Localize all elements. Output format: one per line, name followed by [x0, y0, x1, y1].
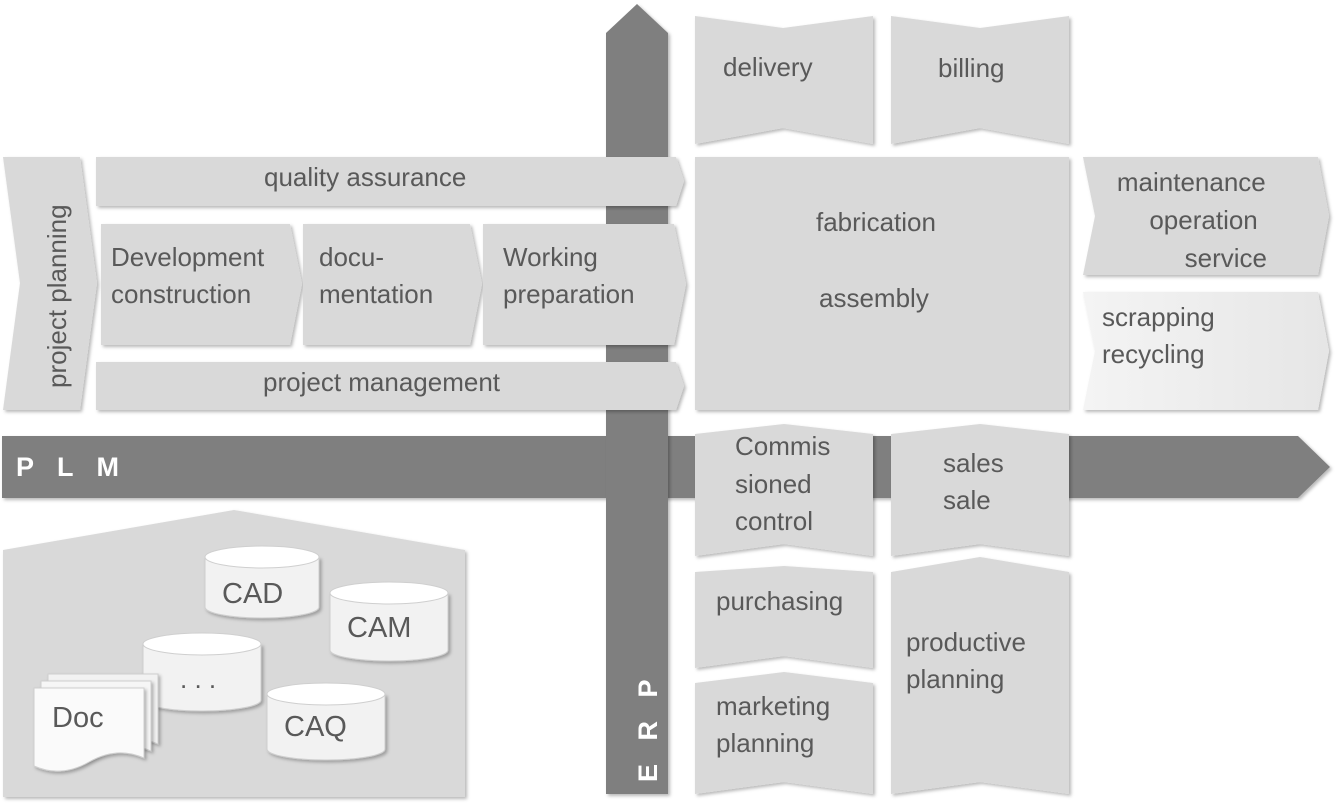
- development-construction-block: [101, 224, 302, 345]
- development-line-2: construction: [111, 279, 251, 309]
- maintenance-line-2: operation: [1149, 205, 1257, 235]
- quality-assurance-label: quality assurance: [264, 162, 466, 192]
- caq-database-icon: [266, 682, 386, 761]
- maintenance-block: [1083, 157, 1329, 275]
- fabrication-assembly-block: [695, 157, 1069, 410]
- cad-database-icon: [204, 545, 320, 619]
- assembly-label: assembly: [819, 283, 929, 313]
- working-preparation-label: Working preparation: [503, 242, 635, 309]
- erp-axis-label: E R P: [633, 671, 663, 782]
- delivery-block: [695, 16, 873, 144]
- development-line-1: Development: [111, 242, 265, 272]
- plm-axis-label: P L M: [16, 452, 127, 482]
- scrapping-line-1: scrapping: [1102, 302, 1215, 332]
- document-stack-icon: [33, 673, 159, 772]
- project-planning-block: [3, 157, 97, 410]
- marketing-planning-block: [695, 672, 873, 794]
- project-management-label: project management: [263, 367, 501, 397]
- doc-label: Doc: [52, 702, 104, 734]
- delivery-label: delivery: [723, 52, 813, 82]
- sales-line-2: sale: [943, 485, 991, 515]
- productive-planning-label: productive planning: [906, 627, 1033, 694]
- productive-line-1: productive: [906, 627, 1026, 657]
- fabrication-label: fabrication: [816, 207, 936, 237]
- scrapping-label: scrapping recycling: [1102, 302, 1222, 369]
- maintenance-label: maintenance operation service: [1117, 167, 1273, 273]
- commissioned-control-block: [695, 424, 873, 556]
- project-management-block: [96, 362, 684, 410]
- maintenance-line-1: maintenance: [1117, 167, 1266, 197]
- productive-planning-block: [891, 557, 1069, 794]
- project-planning-label: project planning: [42, 204, 72, 388]
- marketing-planning-label: marketing planning: [716, 691, 837, 758]
- cad-label: CAD: [222, 578, 283, 610]
- commissioned-line-2: sioned: [735, 469, 812, 499]
- documentation-label: docu- mentation: [319, 242, 433, 309]
- documentation-line-1: docu-: [319, 242, 384, 272]
- purchasing-label: purchasing: [716, 586, 843, 616]
- billing-block: [891, 16, 1069, 144]
- quality-assurance-block: [96, 157, 684, 206]
- documentation-line-2: mentation: [319, 279, 433, 309]
- maintenance-line-3: service: [1185, 243, 1267, 273]
- commissioned-label: Commis sioned control: [735, 431, 838, 536]
- caq-label: CAQ: [284, 711, 347, 743]
- sales-line-1: sales: [943, 448, 1004, 478]
- other-database-label: . . .: [180, 664, 216, 694]
- documentation-block: [303, 224, 482, 345]
- purchasing-block: [695, 566, 873, 668]
- scrapping-recycling-block: [1083, 292, 1329, 410]
- billing-label: billing: [938, 53, 1005, 83]
- marketing-line-1: marketing: [716, 691, 830, 721]
- working-line-2: preparation: [503, 279, 635, 309]
- cam-database-icon: [329, 581, 449, 662]
- commissioned-line-3: control: [735, 506, 813, 536]
- commissioned-line-1: Commis: [735, 431, 830, 461]
- development-construction-label: Development construction: [111, 242, 271, 309]
- working-preparation-block: [483, 224, 686, 345]
- cam-label: CAM: [347, 612, 411, 644]
- marketing-line-2: planning: [716, 728, 814, 758]
- working-line-1: Working: [503, 242, 598, 272]
- sales-block: [891, 424, 1069, 556]
- sales-label: sales sale: [943, 448, 1011, 515]
- scrapping-line-2: recycling: [1102, 339, 1205, 369]
- productive-line-2: planning: [906, 664, 1004, 694]
